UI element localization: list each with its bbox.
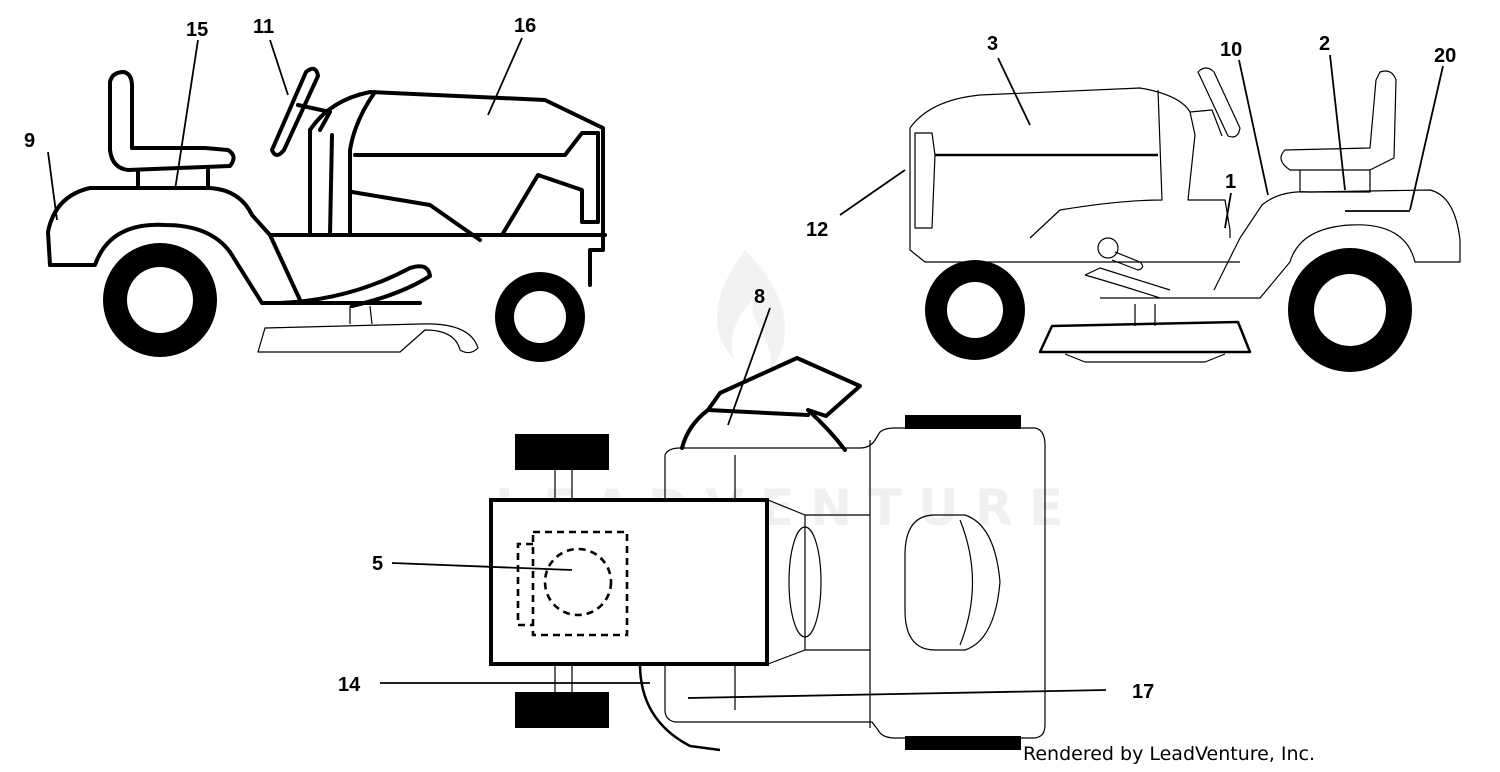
tractor-top-view (489, 356, 1046, 752)
callout-3: 3 (987, 33, 998, 55)
callout-11: 11 (253, 16, 274, 38)
tractor-right-view (909, 67, 1461, 372)
tractor-left-view (46, 66, 607, 362)
render-credit: Rendered by LeadVenture, Inc. (1023, 743, 1315, 765)
callout-1: 1 (1225, 171, 1236, 193)
callout-10: 10 (1220, 39, 1242, 61)
callout-12: 12 (806, 219, 828, 241)
callout-2: 2 (1319, 33, 1330, 55)
leader-lines (47, 37, 1444, 699)
callout-15: 15 (186, 19, 208, 41)
callout-16: 16 (514, 15, 536, 37)
callout-8: 8 (754, 286, 765, 308)
callout-labels: 9 15 11 16 3 10 2 20 1 12 8 5 14 17 (24, 15, 1456, 703)
flame-logo-icon (716, 250, 785, 370)
callout-5: 5 (372, 553, 383, 575)
callout-14: 14 (338, 674, 361, 696)
callout-9: 9 (24, 130, 35, 152)
callout-17: 17 (1132, 681, 1154, 703)
callout-20: 20 (1434, 45, 1456, 67)
